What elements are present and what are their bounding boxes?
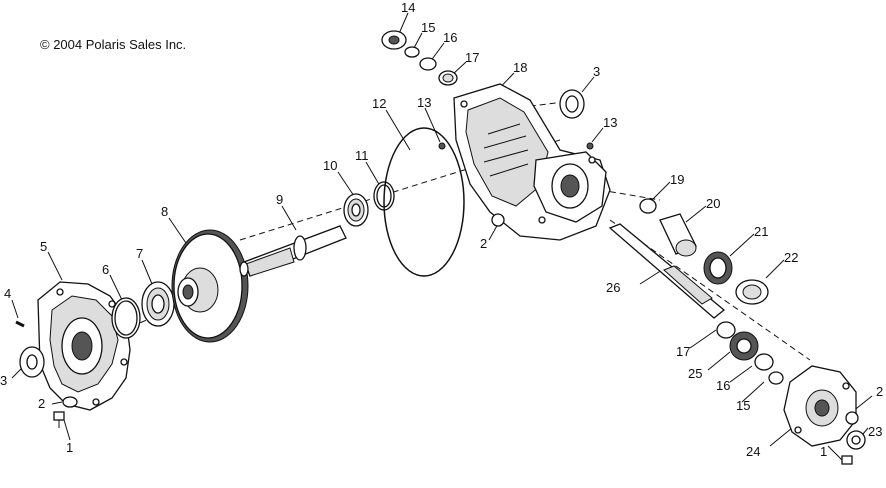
callout-18: 18 xyxy=(513,60,527,75)
o-ring-6 xyxy=(111,297,141,339)
gear-25 xyxy=(729,331,759,361)
main-gearcase-18 xyxy=(453,83,611,241)
callout-15: 15 xyxy=(421,20,435,35)
dowel-13a xyxy=(438,142,446,150)
callout-15: 15 xyxy=(736,398,750,413)
leader-lines xyxy=(11,12,873,461)
seal-14 xyxy=(381,30,407,50)
pinion-shaft-9 xyxy=(239,225,347,277)
callout-11: 11 xyxy=(355,148,369,163)
callout-23: 23 xyxy=(868,424,882,439)
callout-17: 17 xyxy=(676,344,690,359)
seal-3-left xyxy=(19,346,45,378)
dowel-pin-4 xyxy=(15,320,25,328)
o-ring-12 xyxy=(383,127,465,277)
callout-3: 3 xyxy=(593,64,600,79)
callout-3: 3 xyxy=(0,373,7,388)
assembly-centerlines xyxy=(29,99,811,371)
washer-16-top xyxy=(419,57,437,71)
callout-12: 12 xyxy=(372,96,386,111)
callout-2: 2 xyxy=(480,236,487,251)
callout-20: 20 xyxy=(706,196,720,211)
coupler-20 xyxy=(659,213,697,257)
callout-1: 1 xyxy=(66,440,73,455)
callout-25: 25 xyxy=(688,366,702,381)
bushing-17-bottom xyxy=(716,321,736,339)
ring-gear-8 xyxy=(171,229,249,343)
dowel-13b xyxy=(586,142,594,150)
callout-14: 14 xyxy=(401,0,415,15)
callout-16: 16 xyxy=(716,378,730,393)
washer-16-bottom xyxy=(754,353,774,371)
ring-15-bottom xyxy=(768,371,784,385)
callout-2: 2 xyxy=(876,384,883,399)
callout-5: 5 xyxy=(40,239,47,254)
output-shaft-26 xyxy=(608,223,726,319)
fitting-2-center xyxy=(491,213,505,227)
callout-19: 19 xyxy=(670,172,684,187)
fitting-2-right xyxy=(845,411,859,425)
bolt-1-right xyxy=(841,455,853,465)
callout-8: 8 xyxy=(161,204,168,219)
bearing-10 xyxy=(343,193,369,227)
copyright-notice: © 2004 Polaris Sales Inc. xyxy=(40,37,187,52)
ring-15-top xyxy=(404,46,420,58)
callout-13: 13 xyxy=(603,115,617,130)
bearing-7 xyxy=(141,281,175,327)
callout-1: 1 xyxy=(820,444,827,459)
seal-3-right xyxy=(559,89,585,119)
callout-26: 26 xyxy=(606,280,620,295)
gear-21 xyxy=(703,251,733,285)
callout-24: 24 xyxy=(746,444,760,459)
callout-4: 4 xyxy=(4,286,11,301)
callout-2: 2 xyxy=(38,396,45,411)
callout-16: 16 xyxy=(443,30,457,45)
callout-17: 17 xyxy=(465,50,479,65)
left-gearcase-cover xyxy=(37,281,131,411)
callout-21: 21 xyxy=(754,224,768,239)
callout-22: 22 xyxy=(784,250,798,265)
bearing-22 xyxy=(735,279,769,305)
bolt-1-left xyxy=(53,411,65,428)
callout-6: 6 xyxy=(102,262,109,277)
callout-7: 7 xyxy=(136,246,143,261)
seal-23 xyxy=(846,430,866,450)
right-gearcase-cover-24 xyxy=(783,365,857,447)
bushing-19 xyxy=(639,198,657,214)
callout-10: 10 xyxy=(323,158,337,173)
bushing-17-top xyxy=(438,70,458,86)
callout-13: 13 xyxy=(417,95,431,110)
callout-9: 9 xyxy=(276,192,283,207)
callout-labels: 14 15 16 17 18 3 12 13 13 10 11 19 20 9 … xyxy=(0,0,883,459)
fitting-2-left xyxy=(62,396,78,408)
